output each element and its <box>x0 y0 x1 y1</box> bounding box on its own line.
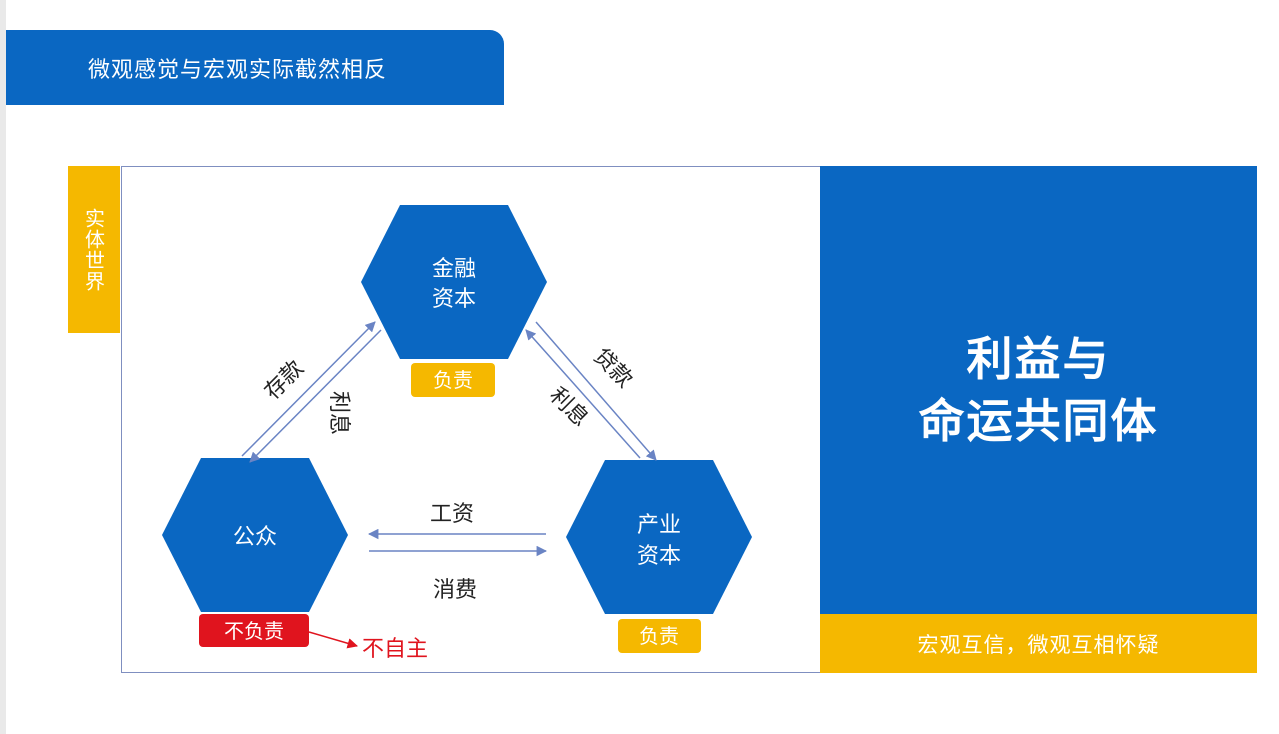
annotation-text: 不自主 <box>362 637 428 662</box>
industry-badge-text: 负责 <box>639 624 679 648</box>
page-title: 微观感觉与宏观实际截然相反 <box>88 57 388 83</box>
industry-label-line2: 资本 <box>637 544 681 569</box>
loan-interest-arrow <box>525 329 641 459</box>
title-banner: 微观感觉与宏观实际截然相反 <box>6 30 504 105</box>
industry-capital-hexagon <box>566 460 752 614</box>
community-footer-text: 宏观互信，微观互相怀疑 <box>917 632 1160 657</box>
consumption-label: 消费 <box>433 578 477 603</box>
side-tab: 实体世界 <box>68 166 120 333</box>
public-badge <box>199 614 309 647</box>
finance-badge <box>411 363 495 397</box>
deposit-label: 存款 <box>260 356 309 405</box>
wage-label: 工资 <box>430 502 474 527</box>
deposit-arrow <box>241 321 376 457</box>
community-panel: 利益与 命运共同体 <box>820 166 1257 614</box>
annotation-arrow <box>308 631 359 649</box>
community-title-line1: 利益与 <box>966 332 1111 386</box>
side-tab-label: 实体世界 <box>81 207 106 292</box>
industry-badge <box>618 619 701 653</box>
finance-label-line1: 金融 <box>432 257 476 282</box>
loan-interest-label: 利息 <box>544 383 593 432</box>
finance-capital-hexagon <box>361 205 547 359</box>
left-edge-strip <box>0 0 6 734</box>
deposit-interest-label: 利息 <box>326 391 351 435</box>
deposit-interest-arrow <box>249 329 382 463</box>
loan-label: 贷款 <box>588 344 637 393</box>
finance-badge-text: 负责 <box>433 368 473 392</box>
loan-arrow <box>535 321 657 461</box>
public-hexagon <box>162 458 348 612</box>
public-badge-text: 不负责 <box>224 619 284 643</box>
public-label: 公众 <box>233 525 277 550</box>
finance-label-line2: 资本 <box>432 287 476 312</box>
industry-label-line1: 产业 <box>637 513 681 538</box>
community-title-line2: 命运共同体 <box>918 394 1159 448</box>
community-footer: 宏观互信，微观互相怀疑 <box>820 614 1257 673</box>
